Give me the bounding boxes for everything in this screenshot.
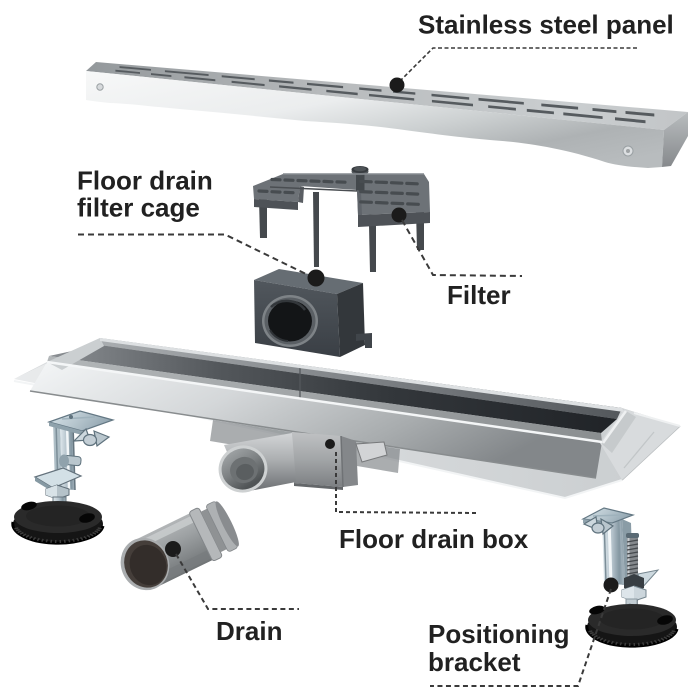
svg-text:Drain: Drain [216, 616, 282, 646]
svg-text:bracket: bracket [428, 647, 521, 677]
svg-text:Floor drain: Floor drain [77, 166, 213, 196]
svg-text:Positioning: Positioning [428, 619, 570, 649]
svg-text:filter cage: filter cage [77, 193, 200, 223]
svg-text:Stainless steel panel: Stainless steel panel [418, 10, 674, 40]
svg-text:Floor drain box: Floor drain box [339, 524, 529, 554]
svg-text:Filter: Filter [447, 280, 511, 310]
